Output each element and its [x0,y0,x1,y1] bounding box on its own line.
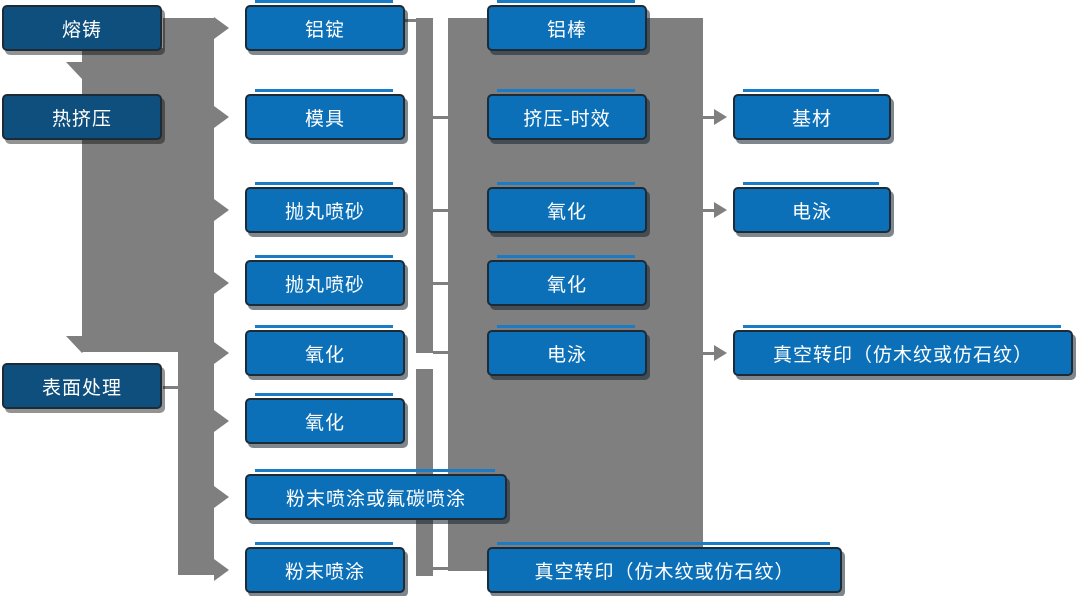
node-shot-blasting-2: 抛丸喷砂 [245,255,405,306]
node-surface-treatment: 表面处理 [2,363,162,409]
node-mold: 模具 [245,89,405,140]
node-electrophoresis-c3: 电泳 [487,325,647,376]
flow-bar-left-lower [178,352,214,575]
right-arrow-icon [214,272,229,294]
connector-line [703,116,715,119]
node-shot-blasting-1: 抛丸喷砂 [245,182,405,233]
node-vacuum-transfer-bottom: 真空转印（仿木纹或仿石纹） [487,542,842,593]
connector-line [703,209,715,212]
node-base-material: 基材 [733,89,891,140]
node-melt-casting: 熔铸 [2,5,162,51]
node-vacuum-transfer-right: 真空转印（仿木纹或仿石纹） [733,325,1073,376]
down-arrow-icon [66,336,98,353]
node-oxidation-c2r5: 氧化 [245,325,405,376]
right-arrow-icon [214,106,229,128]
right-arrow-icon [714,202,727,218]
connector-line [163,386,178,389]
node-oxidation-c2r6: 氧化 [245,393,405,444]
right-arrow-icon [214,410,229,432]
node-oxidation-c3r4: 氧化 [487,255,647,306]
flow-panel-left-top [163,18,214,48]
flow-bar-mid-lower [416,369,433,576]
node-oxidation-c3r3: 氧化 [487,182,647,233]
right-arrow-icon [214,486,229,508]
node-aluminum-rod: 铝棒 [487,0,647,51]
node-electrophoresis-c4: 电泳 [733,182,891,233]
right-arrow-icon [214,342,229,364]
connector-line [433,351,448,354]
down-arrow-icon [66,62,98,79]
node-extrusion-aging: 挤压-时效 [487,89,647,140]
flow-bar-mid-upper [416,18,433,353]
right-arrow-icon [714,109,727,125]
connector-line [433,209,448,212]
right-arrow-icon [214,17,229,39]
right-arrow-icon [214,199,229,221]
node-hot-extrusion: 热挤压 [2,94,162,140]
node-powder-or-fluorocarbon: 粉末喷涂或氟碳喷涂 [245,469,507,520]
right-arrow-icon [214,559,229,581]
connector-line [433,116,448,119]
connector-line [405,19,416,22]
connector-line [433,567,448,570]
node-aluminum-ingot: 铝锭 [245,0,405,51]
node-powder-coating: 粉末喷涂 [245,542,405,593]
connector-line [703,352,715,355]
right-arrow-icon [714,345,727,361]
connector-line [433,282,448,285]
